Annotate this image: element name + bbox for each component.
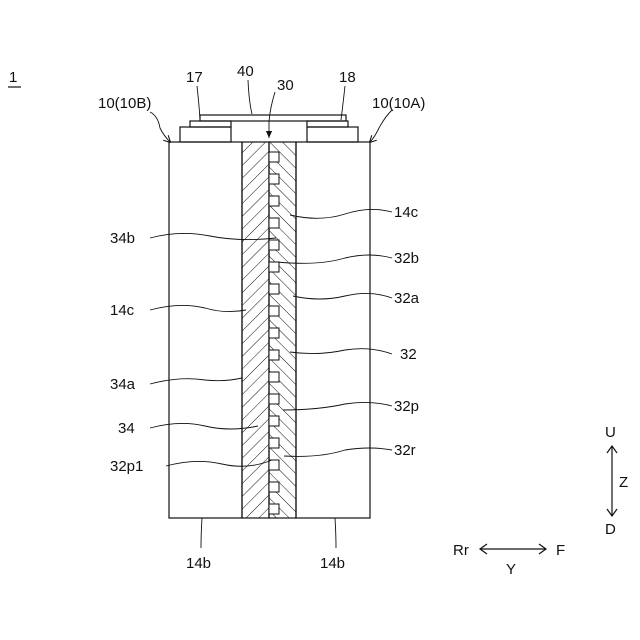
leader-10a <box>370 110 392 142</box>
label-40: 40 <box>237 63 254 80</box>
protrusion-square <box>269 504 279 514</box>
label-10b: 10(10B) <box>98 95 151 112</box>
protrusion-square <box>269 284 279 294</box>
leader-32 <box>290 349 392 354</box>
label-14b-right: 14b <box>320 555 345 572</box>
protrusion-square <box>269 240 279 250</box>
leader-32a <box>293 293 392 299</box>
protrusion-square <box>269 416 279 426</box>
leader-34a <box>150 378 242 384</box>
terminal-17 <box>190 121 231 127</box>
label-30: 30 <box>277 77 294 94</box>
leader-32r <box>284 448 392 456</box>
axis-up-label: U <box>605 424 616 441</box>
label-34: 34 <box>118 420 135 437</box>
protrusion-square <box>269 174 279 184</box>
leader-40 <box>248 80 252 114</box>
protrusion-square <box>269 218 279 228</box>
protrusion-square <box>269 394 279 404</box>
battery-10a-body <box>296 142 370 518</box>
protrusion-column <box>269 152 279 514</box>
label-34a: 34a <box>110 376 136 393</box>
label-10a: 10(10A) <box>372 95 425 112</box>
label-32a: 32a <box>394 290 420 307</box>
protrusion-square <box>269 350 279 360</box>
axis-y-label: Y <box>506 561 516 578</box>
leader-14b-right <box>335 518 336 548</box>
label-32p1: 32p1 <box>110 458 143 475</box>
label-18: 18 <box>339 69 356 86</box>
leader-32p <box>283 402 392 410</box>
protrusion-square <box>269 328 279 338</box>
leader-17 <box>197 86 200 119</box>
protrusion-square <box>269 460 279 470</box>
label-17: 17 <box>186 69 203 86</box>
terminal-left-base <box>180 127 231 142</box>
axis-z-label: Z <box>619 474 628 491</box>
leader-14b-left <box>201 518 202 548</box>
protrusion-square <box>269 372 279 382</box>
protrusion-square <box>269 152 279 162</box>
bus-bar-40 <box>200 115 346 121</box>
protrusion-square <box>269 196 279 206</box>
protrusion-square <box>269 262 279 272</box>
label-14c-right: 14c <box>394 204 419 221</box>
label-32r: 32r <box>394 442 416 459</box>
label-14c-left: 14c <box>110 302 135 319</box>
sheet-34 <box>242 142 269 518</box>
leader-14c-right <box>290 209 392 218</box>
label-34b: 34b <box>110 230 135 247</box>
terminal-18 <box>307 121 348 127</box>
label-32: 32 <box>400 346 417 363</box>
leader-14c-left <box>150 305 246 311</box>
terminal-right-base <box>307 127 358 142</box>
label-14b-left: 14b <box>186 555 211 572</box>
figure-number: 1 <box>9 69 17 86</box>
label-32b: 32b <box>394 250 419 267</box>
leader-10b <box>150 112 170 142</box>
axis-down-label: D <box>605 521 616 538</box>
axis-front-label: F <box>556 542 565 559</box>
protrusion-square <box>269 306 279 316</box>
label-32p: 32p <box>394 398 419 415</box>
axis-rear-label: Rr <box>453 542 469 559</box>
protrusion-square <box>269 482 279 492</box>
protrusion-square <box>269 438 279 448</box>
